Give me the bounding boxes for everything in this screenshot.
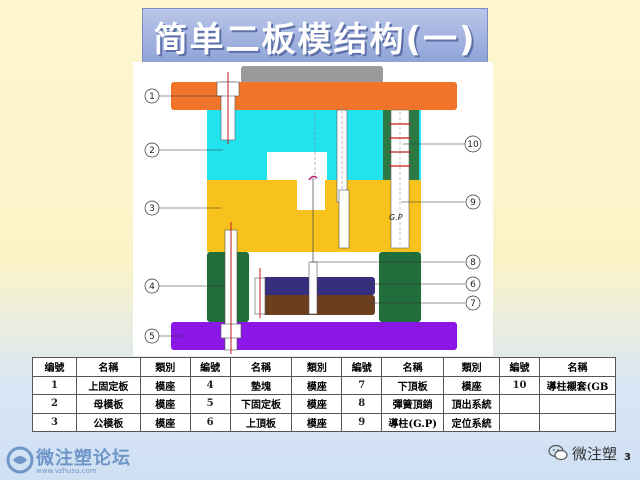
ejector-pin <box>308 261 318 315</box>
table-cell: 導柱襯套(GB <box>539 375 616 395</box>
header-cell: 類別 <box>443 357 501 377</box>
table-cell <box>499 394 540 414</box>
svg-text:5: 5 <box>149 332 155 342</box>
mold-structure-svg: G.P <box>144 66 482 354</box>
runner-path <box>308 175 318 181</box>
table-cell: 母模板 <box>75 394 141 414</box>
site-url[interactable]: www.vzhusu.com <box>36 467 97 475</box>
table-cell: 定位系統 <box>443 412 501 432</box>
table-cell: 2 <box>32 394 77 414</box>
table-row: 1 上固定板 模座 4 墊塊 模座 7 下頂板 模座 10 導柱襯套(GB <box>32 375 616 395</box>
table-cell: 墊塊 <box>229 375 293 395</box>
callout-6: 6 <box>465 276 481 292</box>
wechat-icon <box>548 444 568 461</box>
spacer-block-right <box>379 252 421 322</box>
table-cell: 模座 <box>139 375 191 395</box>
table-cell: 模座 <box>291 375 343 395</box>
table-cell: 彈簧頂銷 <box>381 394 445 414</box>
table-cell: 導柱(G.P) <box>381 412 445 432</box>
table-cell: 6 <box>189 412 231 432</box>
table-cell: 模座 <box>139 412 191 432</box>
header-cell: 類別 <box>291 357 343 377</box>
return-pin <box>338 189 350 249</box>
header-cell: 編號 <box>341 357 383 377</box>
header-cell: 名稱 <box>381 357 445 377</box>
page-number: 3 <box>624 452 631 463</box>
callout-lines-left <box>159 95 225 337</box>
table-cell: 下固定板 <box>229 394 293 414</box>
callout-7: 7 <box>465 295 481 311</box>
mold-diagram: G.P <box>133 62 493 356</box>
guide-pin-rings <box>389 123 411 167</box>
table-row: 2 母模板 模座 5 下固定板 模座 8 彈簧頂銷 頂出系統 <box>32 394 616 414</box>
svg-text:9: 9 <box>470 198 476 208</box>
ejector-plate <box>263 277 375 295</box>
ejector-retainer-plate <box>263 295 375 315</box>
svg-text:3: 3 <box>149 204 155 214</box>
callout-5: 5 <box>144 328 160 344</box>
table-cell: 4 <box>189 375 231 395</box>
callout-lines-right <box>311 143 465 304</box>
header-cell: 名稱 <box>229 357 293 377</box>
site-logo-icon <box>6 446 34 474</box>
callout-8: 8 <box>465 254 481 270</box>
table-cell: 公模板 <box>75 412 141 432</box>
parts-legend-table: 编號 名稱 類別 編號 名稱 類別 編號 名稱 類別 編號 名稱 1 上固定板 … <box>32 357 616 432</box>
table-cell: 3 <box>32 412 77 432</box>
callout-1: 1 <box>144 88 160 104</box>
part-cavity <box>267 152 327 180</box>
svg-text:10: 10 <box>467 140 479 150</box>
table-cell: 模座 <box>139 394 191 414</box>
table-cell: 模座 <box>291 412 343 432</box>
callout-4: 4 <box>144 278 160 294</box>
table-cell: 上固定板 <box>75 375 141 395</box>
table-cell: 7 <box>341 375 383 395</box>
header-cell: 名稱 <box>75 357 141 377</box>
core-insert <box>297 180 325 210</box>
header-cell: 名稱 <box>539 357 616 377</box>
wechat-account-name: 微注塑 <box>572 445 618 463</box>
callout-3: 3 <box>144 200 160 216</box>
table-cell: 下頂板 <box>381 375 445 395</box>
table-cell <box>499 412 540 432</box>
svg-text:2: 2 <box>149 146 155 156</box>
bottom-clamp-plate <box>171 322 457 350</box>
svg-text:8: 8 <box>470 258 476 268</box>
table-cell: 模座 <box>443 375 501 395</box>
title-banner: 简单二板模结构(一) <box>142 8 488 64</box>
callout-2: 2 <box>144 142 160 158</box>
slide-title: 简单二板模结构(一) <box>153 19 477 60</box>
svg-text:4: 4 <box>149 282 155 292</box>
svg-text:1: 1 <box>149 92 155 102</box>
callout-9: 9 <box>465 194 481 210</box>
top-clamp-plate <box>171 82 457 110</box>
header-cell: 编號 <box>32 357 77 377</box>
site-name: 微注塑论坛 <box>36 448 131 469</box>
header-cell: 編號 <box>499 357 540 377</box>
table-cell: 5 <box>189 394 231 414</box>
header-cell: 類別 <box>139 357 191 377</box>
table-cell <box>539 412 616 432</box>
table-row: 3 公模板 模座 6 上頂板 模座 9 導柱(G.P) 定位系統 <box>32 412 616 432</box>
callout-10: 10 <box>464 135 482 153</box>
guide-pin-label: G.P <box>389 213 403 222</box>
table-cell: 頂出系統 <box>443 394 501 414</box>
table-cell: 10 <box>499 375 540 395</box>
table-header-row: 编號 名稱 類別 編號 名稱 類別 編號 名稱 類別 編號 名稱 <box>32 357 616 377</box>
table-cell: 1 <box>32 375 77 395</box>
svg-text:6: 6 <box>470 280 476 290</box>
table-cell <box>539 394 616 414</box>
table-cell: 8 <box>341 394 383 414</box>
table-cell: 上頂板 <box>229 412 293 432</box>
svg-text:7: 7 <box>470 299 476 309</box>
header-cell: 編號 <box>189 357 231 377</box>
table-cell: 模座 <box>291 394 343 414</box>
sprue-bushing <box>241 66 383 84</box>
table-cell: 9 <box>341 412 383 432</box>
